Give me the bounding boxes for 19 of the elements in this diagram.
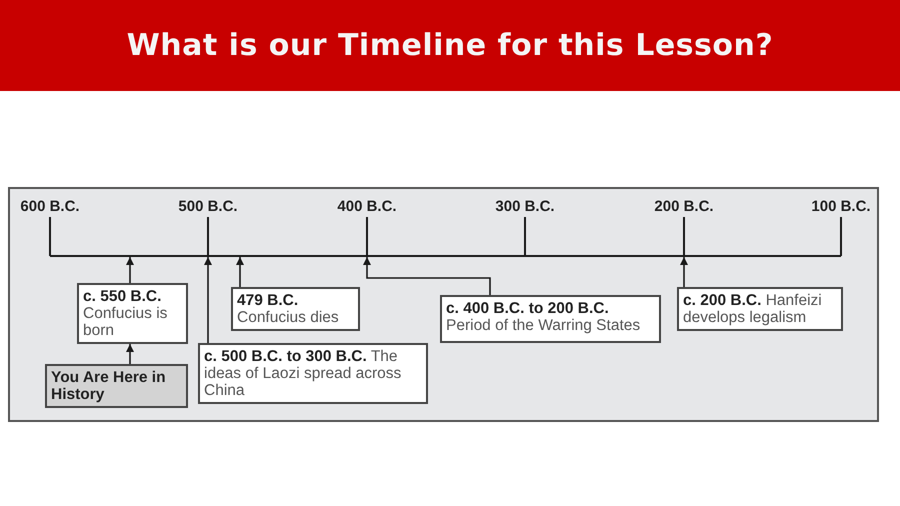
arrow bbox=[236, 257, 244, 287]
arrow bbox=[680, 257, 688, 287]
you-are-here-box: You Are Here in History bbox=[45, 364, 188, 408]
year-label: 100 B.C. bbox=[811, 199, 871, 215]
arrow bbox=[204, 257, 212, 343]
arrow bbox=[126, 257, 134, 283]
event-box: c. 550 B.C. Confucius is born bbox=[77, 283, 188, 344]
event-box: c. 500 B.C. to 300 B.C. The ideas of Laozi spread across China bbox=[198, 343, 428, 404]
title-text: What is our Timeline for this Lesson? bbox=[126, 28, 774, 63]
event-box: 479 B.C. Confucius dies bbox=[231, 287, 360, 331]
event-box: c. 200 B.C. Hanfeizi develops legalism bbox=[677, 287, 843, 331]
year-label: 500 B.C. bbox=[178, 199, 238, 215]
year-label: 300 B.C. bbox=[495, 199, 555, 215]
year-label: 400 B.C. bbox=[337, 199, 397, 215]
arrow bbox=[363, 257, 491, 295]
arrow bbox=[126, 344, 134, 364]
year-label: 600 B.C. bbox=[20, 199, 80, 215]
year-label: 200 B.C. bbox=[654, 199, 714, 215]
event-box: c. 400 B.C. to 200 B.C. Period of the Warring States bbox=[440, 295, 661, 343]
